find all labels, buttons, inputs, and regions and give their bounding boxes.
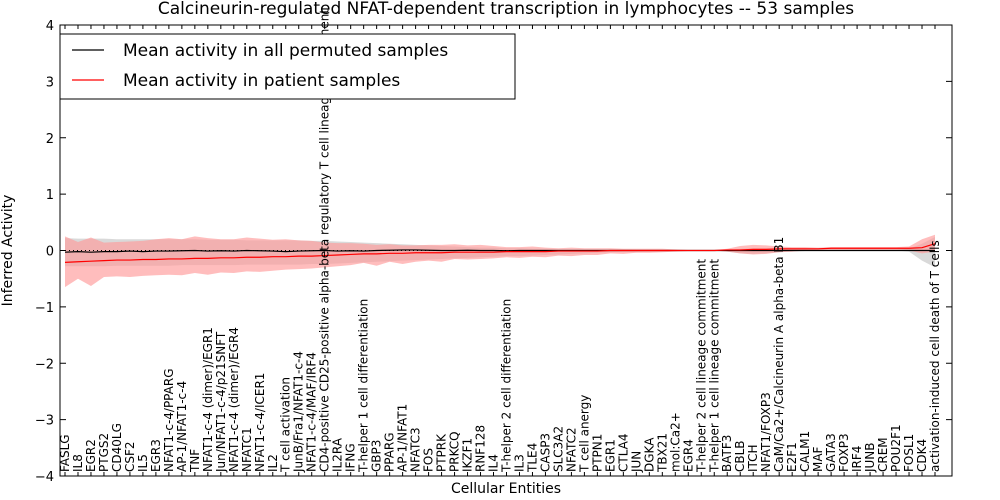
entity-label: EGR4 <box>681 439 695 472</box>
entity-label: EGR2 <box>84 439 98 472</box>
y-tick-label: −3 <box>35 414 54 429</box>
entity-label: TBX21 <box>655 433 669 473</box>
entity-label: IRF4 <box>850 446 864 472</box>
entity-label: T cell anergy <box>577 395 591 473</box>
entity-label: RNF128 <box>474 425 488 472</box>
entity-label: TNF <box>188 449 202 473</box>
entity-label: GBP3 <box>370 440 384 472</box>
entity-label: TLE4 <box>525 443 539 473</box>
entity-label: ITCH <box>746 444 760 472</box>
series-line-1 <box>64 249 935 253</box>
entity-label: BATF3 <box>720 435 734 472</box>
entity-label: CALM1 <box>798 431 812 472</box>
entity-label: CDK4 <box>915 439 929 472</box>
entity-label: AP-1/NFAT1 <box>396 404 410 472</box>
legend-box <box>59 33 516 100</box>
entity-label: activation-induced cell death of T cells <box>928 240 942 472</box>
y-tick-label: 0 <box>46 245 54 260</box>
entity-label: NFATC1 <box>240 427 254 472</box>
entity-label: CASP3 <box>538 433 552 472</box>
entity-label: T-helper 2 cell differentiation <box>499 299 513 473</box>
entity-label: PTPRK <box>435 433 449 472</box>
entity-label: NFAT1-c-4/ICER1 <box>253 373 267 472</box>
y-axis-label: Inferred Activity <box>0 195 16 307</box>
entity-label: PTGS2 <box>97 433 111 472</box>
entity-label: CTLA4 <box>616 433 630 472</box>
entity-label: NFAT1/FOXP3 <box>759 392 773 472</box>
entity-label: CREM <box>876 437 890 472</box>
entity-label: mol:Ca2+ <box>668 412 682 472</box>
entity-label: IL5 <box>136 454 150 472</box>
entity-label: T-helper 1 cell lineage commitment <box>707 259 721 473</box>
x-axis-label: Cellular Entities <box>451 481 561 497</box>
entity-labels: FASLGIL8EGR2PTGS2CD40LGCSF2IL5EGR3NFAT1-… <box>58 9 942 473</box>
entity-label: GATA3 <box>824 433 838 472</box>
entity-label: NFAT1-c-4 (dimer)/EGR4 <box>227 327 241 472</box>
entity-label: NFAT1-c-4 (dimer)/EGR1 <box>201 327 215 472</box>
entity-label: IL2 <box>266 454 280 472</box>
entity-label: IL4 <box>487 454 501 472</box>
entity-label: PTPN1 <box>590 434 604 472</box>
entity-label: T-helper 2 cell lineage commitment <box>694 259 708 473</box>
legend-label-2: Mean activity in patient samples <box>123 71 400 91</box>
y-tick-label: 3 <box>46 75 54 90</box>
y-tick-label: 1 <box>46 188 54 203</box>
entity-label: SLC3A2 <box>551 426 565 472</box>
y-tick-label: −4 <box>35 470 54 485</box>
mean-lines <box>64 243 936 263</box>
entity-label: IL8 <box>71 454 85 472</box>
entity-label: FOS <box>422 448 436 472</box>
entity-label: EGR1 <box>603 439 617 472</box>
chart-title: Calcineurin-regulated NFAT-dependent tra… <box>158 0 854 19</box>
entity-label: CaM/Ca2+/Calcineurin A alpha-beta B1 <box>772 237 786 472</box>
entity-label: CD4-positive CD25-positive alpha-beta re… <box>318 9 332 472</box>
entity-label: Jun/NFAT1-c-4/p21SNFT <box>214 331 228 473</box>
entity-label: IL2RA <box>331 437 345 472</box>
entity-label: IL3 <box>512 454 526 472</box>
entity-label: PRKCQ <box>448 431 462 472</box>
confidence-bands <box>65 234 935 288</box>
entity-label: EGR3 <box>149 439 163 472</box>
entity-label: FOXP3 <box>837 433 851 472</box>
entity-label: T-helper 1 cell differentiation <box>357 299 371 473</box>
band-series-2 <box>65 234 935 288</box>
entity-label: POU2F1 <box>889 424 903 472</box>
entity-label: AP-1/NFAT1-c-4 <box>175 381 189 472</box>
entity-label: MAF <box>811 446 825 472</box>
entity-label: T cell activation <box>279 377 293 473</box>
entity-label: JUNB <box>863 442 877 473</box>
entity-label: NFAT1-c-4/PPARG <box>162 368 176 472</box>
entity-label: DGKA <box>642 437 656 472</box>
entity-label: JunB/Fra1/NFAT1-c-4 <box>292 351 306 473</box>
chart-legend: Mean activity in all permuted samplesMea… <box>59 33 516 100</box>
entity-label: CD40LG <box>110 423 124 472</box>
entity-label: PPARG <box>383 432 397 472</box>
y-axis: −4 −3 −2 −1 0 1 2 3 4 <box>35 19 952 485</box>
y-tick-label: −1 <box>35 301 54 316</box>
entity-label: NFATC3 <box>409 427 423 472</box>
entity-label: CBLB <box>733 440 747 472</box>
entity-label: NFATC2 <box>564 427 578 472</box>
entity-label: JUN <box>629 451 643 473</box>
x-axis <box>64 25 936 476</box>
entity-label: FOSL1 <box>902 434 916 472</box>
y-tick-label: 4 <box>46 19 54 34</box>
entity-label: IFNG <box>344 443 358 472</box>
y-tick-label: −2 <box>35 357 54 372</box>
entity-label: NFAT1-c-4/MAF/IRF4 <box>305 352 319 472</box>
y-tick-label: 2 <box>46 132 54 147</box>
entity-label: E2F1 <box>785 442 799 472</box>
entity-label: CSF2 <box>123 441 137 472</box>
entity-label: FASLG <box>58 434 72 472</box>
legend-label-1: Mean activity in all permuted samples <box>123 41 448 61</box>
series-line-2 <box>64 243 936 263</box>
entity-label: IKZF1 <box>461 438 475 472</box>
